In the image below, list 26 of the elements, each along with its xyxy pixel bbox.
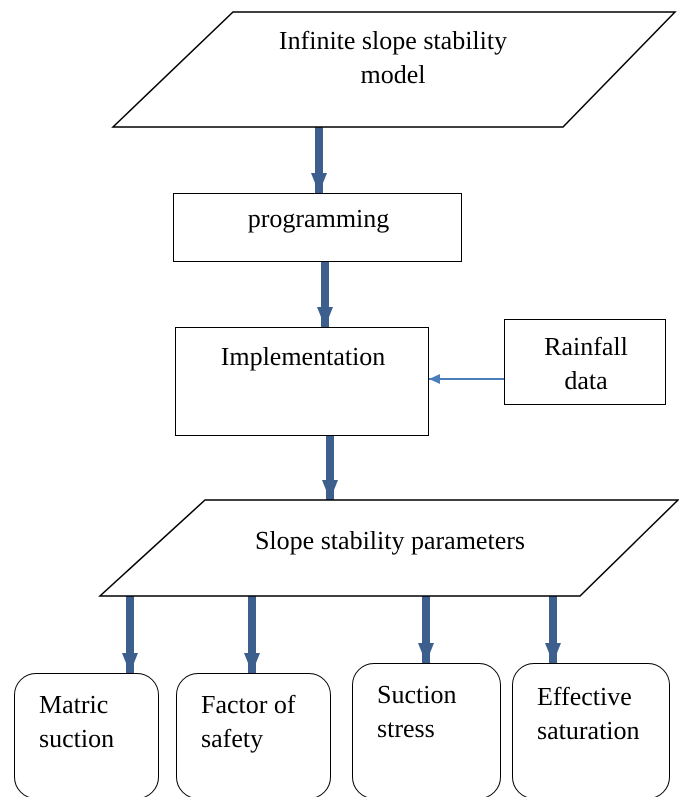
node-label: Implementation [220, 341, 386, 373]
arrow [311, 127, 327, 193]
node-label: programming [246, 203, 390, 235]
arrow [418, 596, 434, 663]
node-label: Suction stress [377, 679, 458, 745]
output-box [352, 663, 501, 797]
node-label: Matric suction [39, 689, 116, 755]
node-label: Rainfall data [543, 331, 629, 397]
arrow [322, 436, 338, 500]
process-box [175, 327, 429, 436]
output-box [14, 673, 159, 797]
arrow [429, 374, 504, 384]
parallelogram-data-box [100, 500, 678, 596]
node-label: Effective saturation [537, 681, 641, 747]
node-label: Factor of safety [201, 689, 297, 755]
arrow [122, 596, 138, 673]
arrow [244, 596, 260, 673]
node-label: Infinite slope stability model [278, 25, 508, 91]
process-box [173, 193, 462, 262]
arrow [317, 262, 333, 327]
process-box [504, 319, 666, 405]
output-box [512, 663, 670, 797]
node-label: Slope stability parameters [254, 525, 526, 557]
output-box [176, 673, 331, 797]
arrow [545, 596, 561, 663]
parallelogram-data-box [113, 12, 675, 127]
